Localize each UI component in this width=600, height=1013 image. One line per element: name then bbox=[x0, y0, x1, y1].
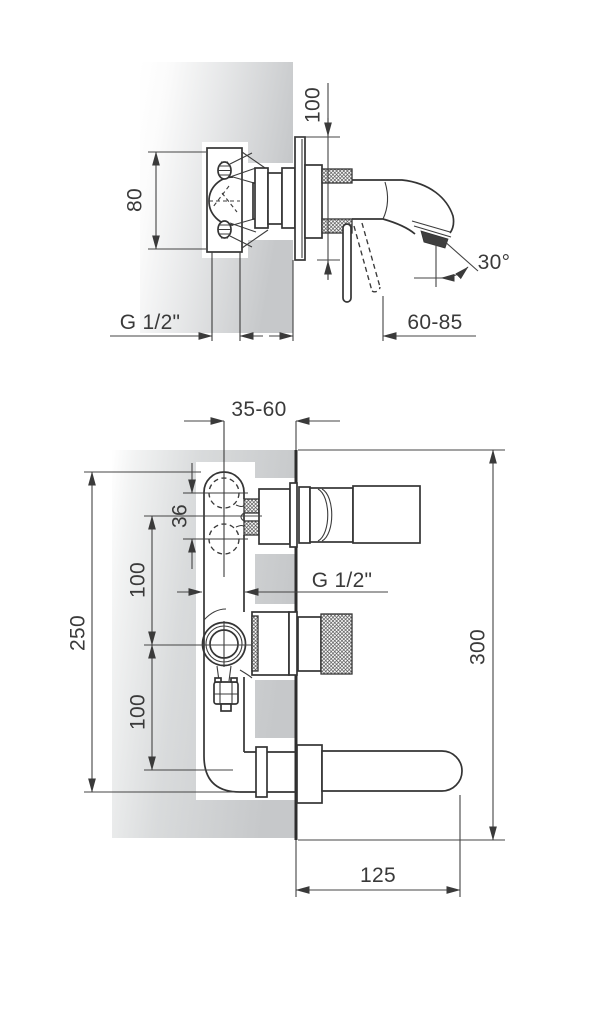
dim-label-35-60: 35-60 bbox=[231, 398, 286, 421]
mounting-screw-top bbox=[217, 152, 257, 180]
dimension-plate-height-front: 300 bbox=[298, 449, 505, 841]
dimension-plate-height: 100 bbox=[295, 83, 340, 280]
dim-label-60-85: 60-85 bbox=[407, 311, 462, 334]
control-knob-knurled bbox=[297, 613, 353, 675]
handle-body bbox=[352, 485, 421, 544]
spout-inner-curve bbox=[352, 218, 416, 235]
drain-nut bbox=[213, 677, 239, 712]
dim-label-100-top: 100 bbox=[301, 87, 324, 123]
spout-body bbox=[321, 750, 463, 792]
dimension-spout-angle: 30° bbox=[414, 239, 511, 287]
aerator-outlet bbox=[420, 230, 449, 249]
pipe-union bbox=[255, 746, 268, 798]
spout-outer-curve bbox=[352, 179, 455, 234]
wall-plate bbox=[294, 136, 306, 261]
dimension-total-height: 250 bbox=[66, 471, 240, 793]
spout-assembly bbox=[304, 164, 455, 249]
dim-label-thread-front: G 1/2" bbox=[312, 569, 373, 592]
dimension-upper-span: 100 bbox=[126, 515, 262, 646]
dim-label-100-upper: 100 bbox=[126, 562, 149, 598]
lever-handle bbox=[342, 222, 381, 303]
supply-pipe-stubs bbox=[211, 252, 241, 341]
dimension-row-bottom: G 1/2" 60-85 bbox=[110, 260, 476, 341]
dim-label-thread-side: G 1/2" bbox=[120, 311, 181, 334]
dim-label-100-lower: 100 bbox=[126, 694, 149, 730]
dimension-embed-depth: 35-60 bbox=[184, 398, 340, 425]
mixer-handle-front bbox=[298, 485, 421, 544]
dimension-body-height: 80 bbox=[123, 151, 206, 250]
spout-front bbox=[296, 744, 463, 804]
dimension-spout-length: 125 bbox=[295, 795, 461, 897]
dim-label-80: 80 bbox=[123, 188, 146, 212]
dim-label-250: 250 bbox=[66, 615, 89, 651]
dim-label-300: 300 bbox=[466, 629, 489, 665]
lever-handle-rotated-dashed bbox=[353, 222, 381, 292]
dim-label-30deg: 30° bbox=[478, 251, 511, 274]
dim-label-125: 125 bbox=[360, 864, 396, 887]
dimension-lower-span: 100 bbox=[126, 644, 252, 771]
thread-callout-front: G 1/2" bbox=[177, 569, 388, 596]
knurled-ring-top bbox=[321, 168, 353, 184]
side-view: 80 100 30° G 1/2" 60-85 bbox=[110, 62, 510, 341]
concealed-valve-body bbox=[206, 147, 296, 341]
mounting-screw-bottom bbox=[217, 220, 257, 248]
spout-escutcheon bbox=[296, 744, 323, 804]
section-view: 35-60 36 100 100 250 bbox=[66, 398, 505, 897]
